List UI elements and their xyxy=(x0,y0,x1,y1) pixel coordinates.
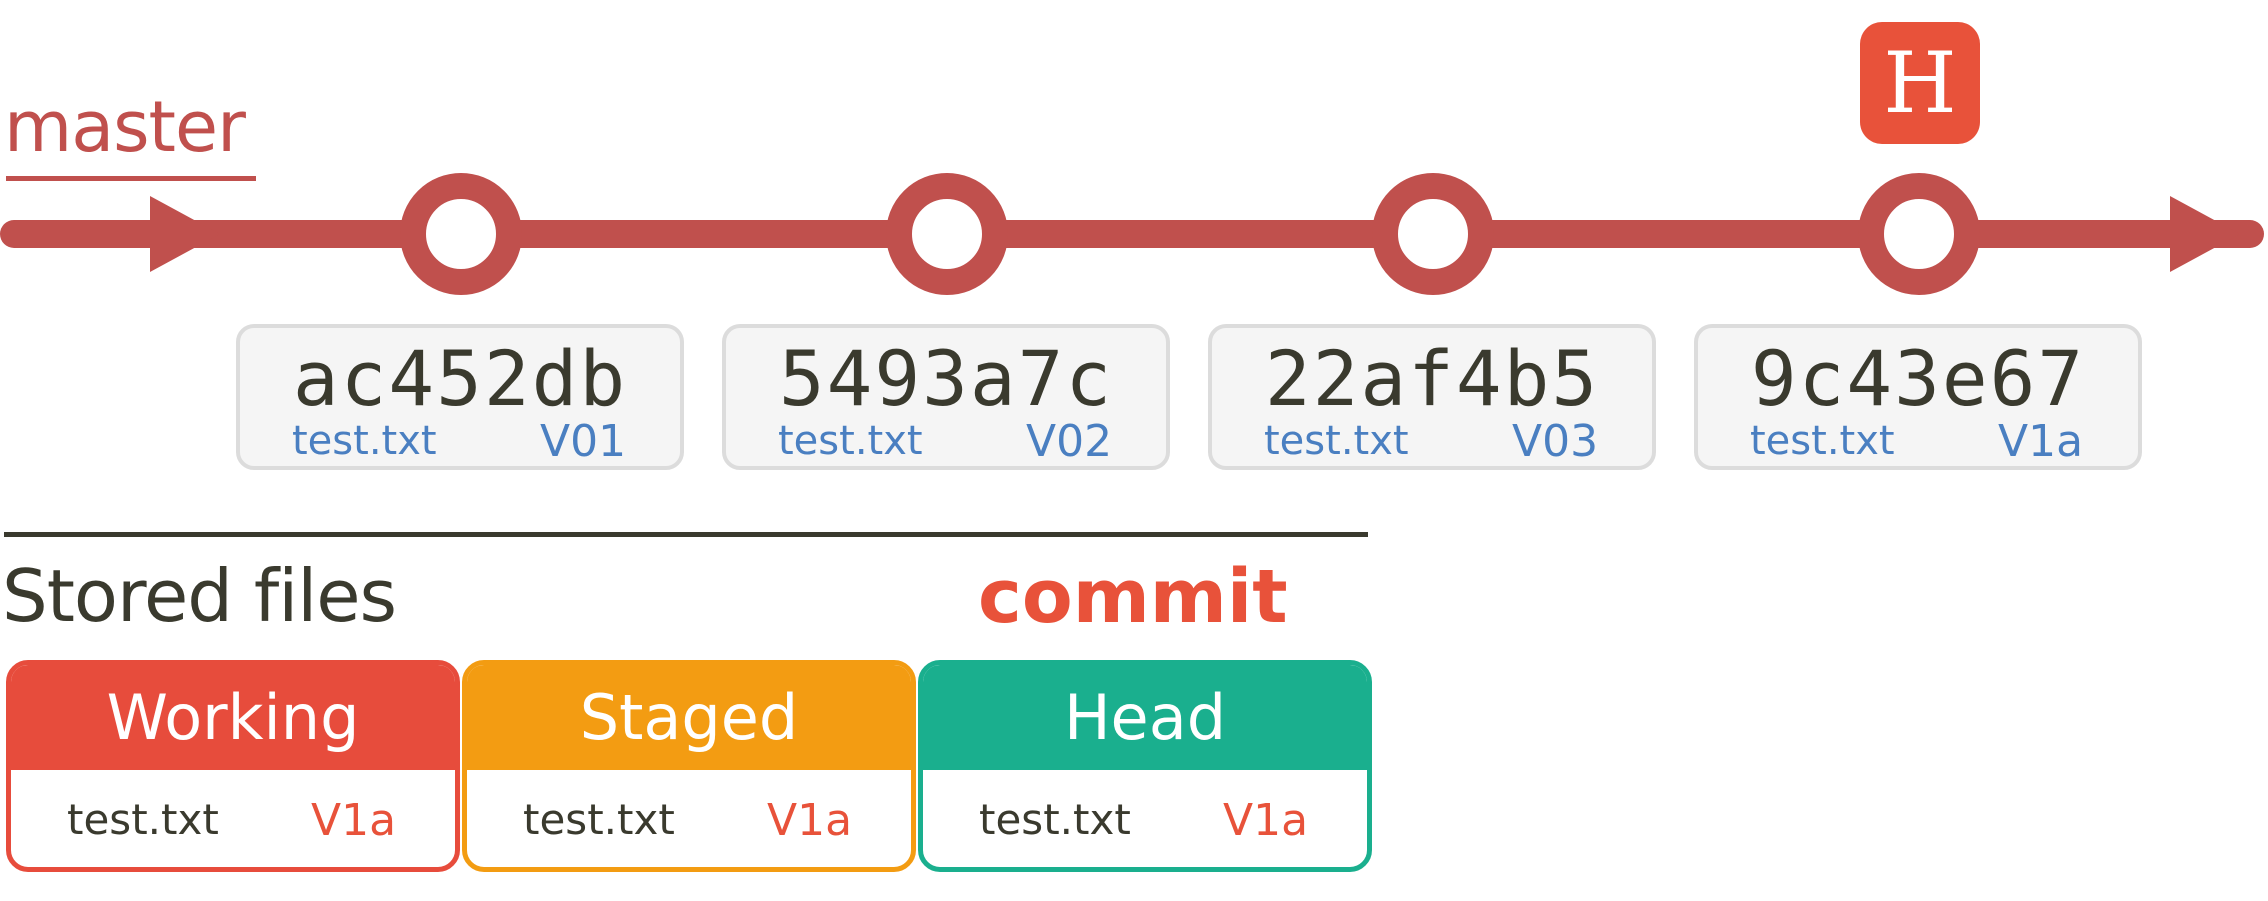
commit-version: V03 xyxy=(1512,416,1599,467)
commit-node-3 xyxy=(1372,173,1494,295)
commit-hash: 9c43e67 xyxy=(1750,334,2086,423)
commit-file: test.txt xyxy=(1750,418,1895,464)
commit-node-4 xyxy=(1858,173,1980,295)
head-marker-badge: H xyxy=(1860,22,1980,144)
head-area: Head test.txt V1a xyxy=(918,660,1372,872)
commit-file: test.txt xyxy=(778,418,923,464)
commit-hash: ac452db xyxy=(292,334,628,423)
area-file: test.txt xyxy=(979,795,1131,844)
area-file: test.txt xyxy=(67,795,219,844)
stored-files-title: Stored files xyxy=(2,554,397,638)
area-version: V1a xyxy=(767,795,853,846)
area-version: V1a xyxy=(1223,795,1309,846)
branch-underline xyxy=(6,176,256,181)
commit-box: ac452db test.txt V01 xyxy=(236,324,684,470)
commit-action-label: commit xyxy=(978,554,1288,640)
commit-hash: 5493a7c xyxy=(778,334,1114,423)
working-area: Working test.txt V1a xyxy=(6,660,460,872)
commit-node-1 xyxy=(400,173,522,295)
section-divider xyxy=(4,532,1368,537)
area-header: Working xyxy=(11,665,455,770)
area-header: Staged xyxy=(467,665,911,770)
branch-label: master xyxy=(4,86,246,168)
commit-version: V01 xyxy=(540,416,627,467)
commit-file: test.txt xyxy=(292,418,437,464)
commit-box: 22af4b5 test.txt V03 xyxy=(1208,324,1656,470)
commit-file: test.txt xyxy=(1264,418,1409,464)
timeline-end-arrow xyxy=(2170,196,2240,272)
timeline-start-arrow xyxy=(150,196,220,272)
commit-node-2 xyxy=(886,173,1008,295)
commit-box: 5493a7c test.txt V02 xyxy=(722,324,1170,470)
commit-box: 9c43e67 test.txt V1a xyxy=(1694,324,2142,470)
commit-version: V02 xyxy=(1026,416,1113,467)
area-header: Head xyxy=(923,665,1367,770)
commit-hash: 22af4b5 xyxy=(1264,334,1600,423)
commit-version: V1a xyxy=(1998,416,2084,467)
staged-area: Staged test.txt V1a xyxy=(462,660,916,872)
area-file: test.txt xyxy=(523,795,675,844)
area-version: V1a xyxy=(311,795,397,846)
